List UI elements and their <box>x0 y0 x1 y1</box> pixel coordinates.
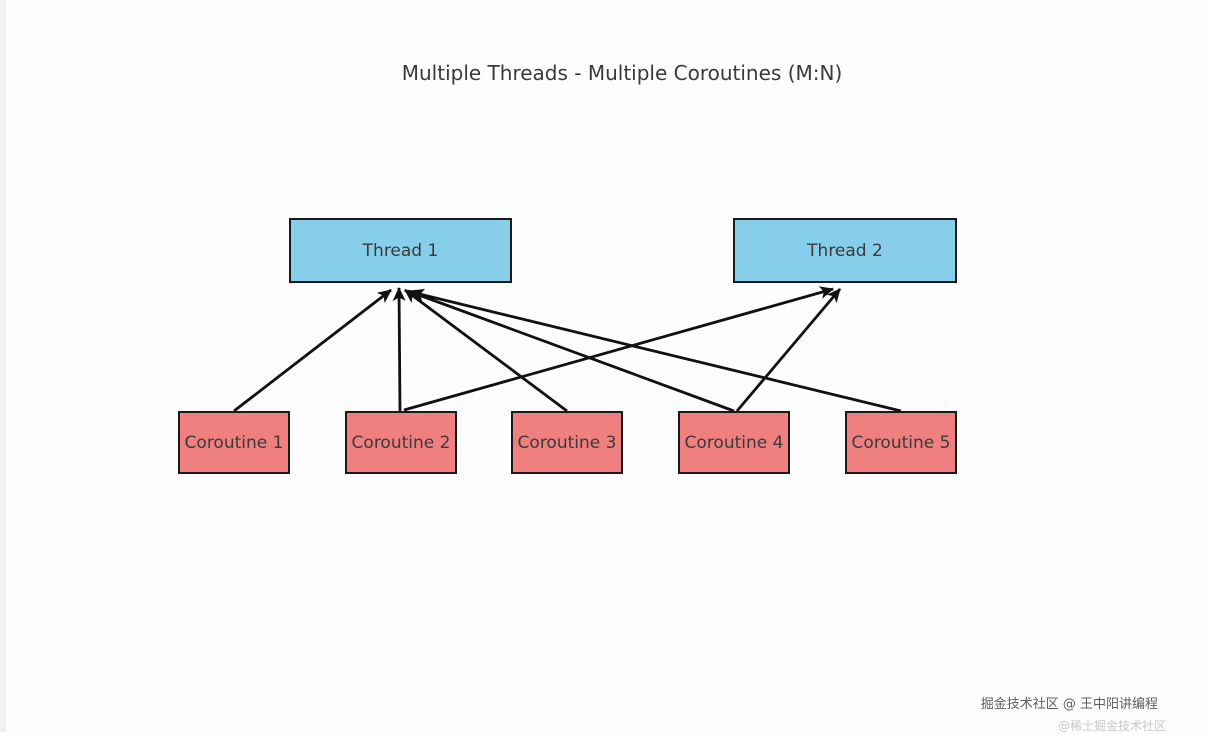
edge-coroutine-4-to-thread-2 <box>735 288 842 412</box>
coroutine-4-node: Coroutine 4 <box>678 411 790 474</box>
thread-2-node: Thread 2 <box>733 218 957 283</box>
coroutine-4-label: Coroutine 4 <box>684 432 784 453</box>
coroutine-1-node: Coroutine 1 <box>178 411 290 474</box>
coroutine-2-label: Coroutine 2 <box>351 432 451 453</box>
edge-coroutine-2-to-thread-1 <box>392 287 406 412</box>
watermark-faint-community: @稀土掘金技术社区 <box>1057 719 1166 733</box>
diagram-title: Multiple Threads - Multiple Coroutines (… <box>401 61 843 85</box>
coroutine-1-label: Coroutine 1 <box>184 432 284 453</box>
edge-coroutine-4-to-thread-1 <box>407 289 735 413</box>
edge-coroutine-5-to-thread-1 <box>410 288 902 413</box>
left-edge-strip <box>0 0 6 732</box>
thread-1-label: Thread 1 <box>362 240 439 261</box>
edge-coroutine-3-to-thread-1 <box>404 288 568 413</box>
thread-1-node: Thread 1 <box>289 218 512 283</box>
coroutine-3-label: Coroutine 3 <box>517 432 617 453</box>
coroutine-5-node: Coroutine 5 <box>845 411 957 474</box>
coroutine-3-node: Coroutine 3 <box>511 411 623 474</box>
coroutine-2-node: Coroutine 2 <box>345 411 457 474</box>
thread-2-label: Thread 2 <box>807 240 883 261</box>
watermark-community-author: 掘金技术社区 @ 王中阳讲编程 <box>980 697 1158 712</box>
edge-coroutine-1-to-thread-1 <box>233 288 392 413</box>
edge-coroutine-2-to-thread-2 <box>403 286 834 412</box>
coroutine-5-label: Coroutine 5 <box>851 432 951 453</box>
